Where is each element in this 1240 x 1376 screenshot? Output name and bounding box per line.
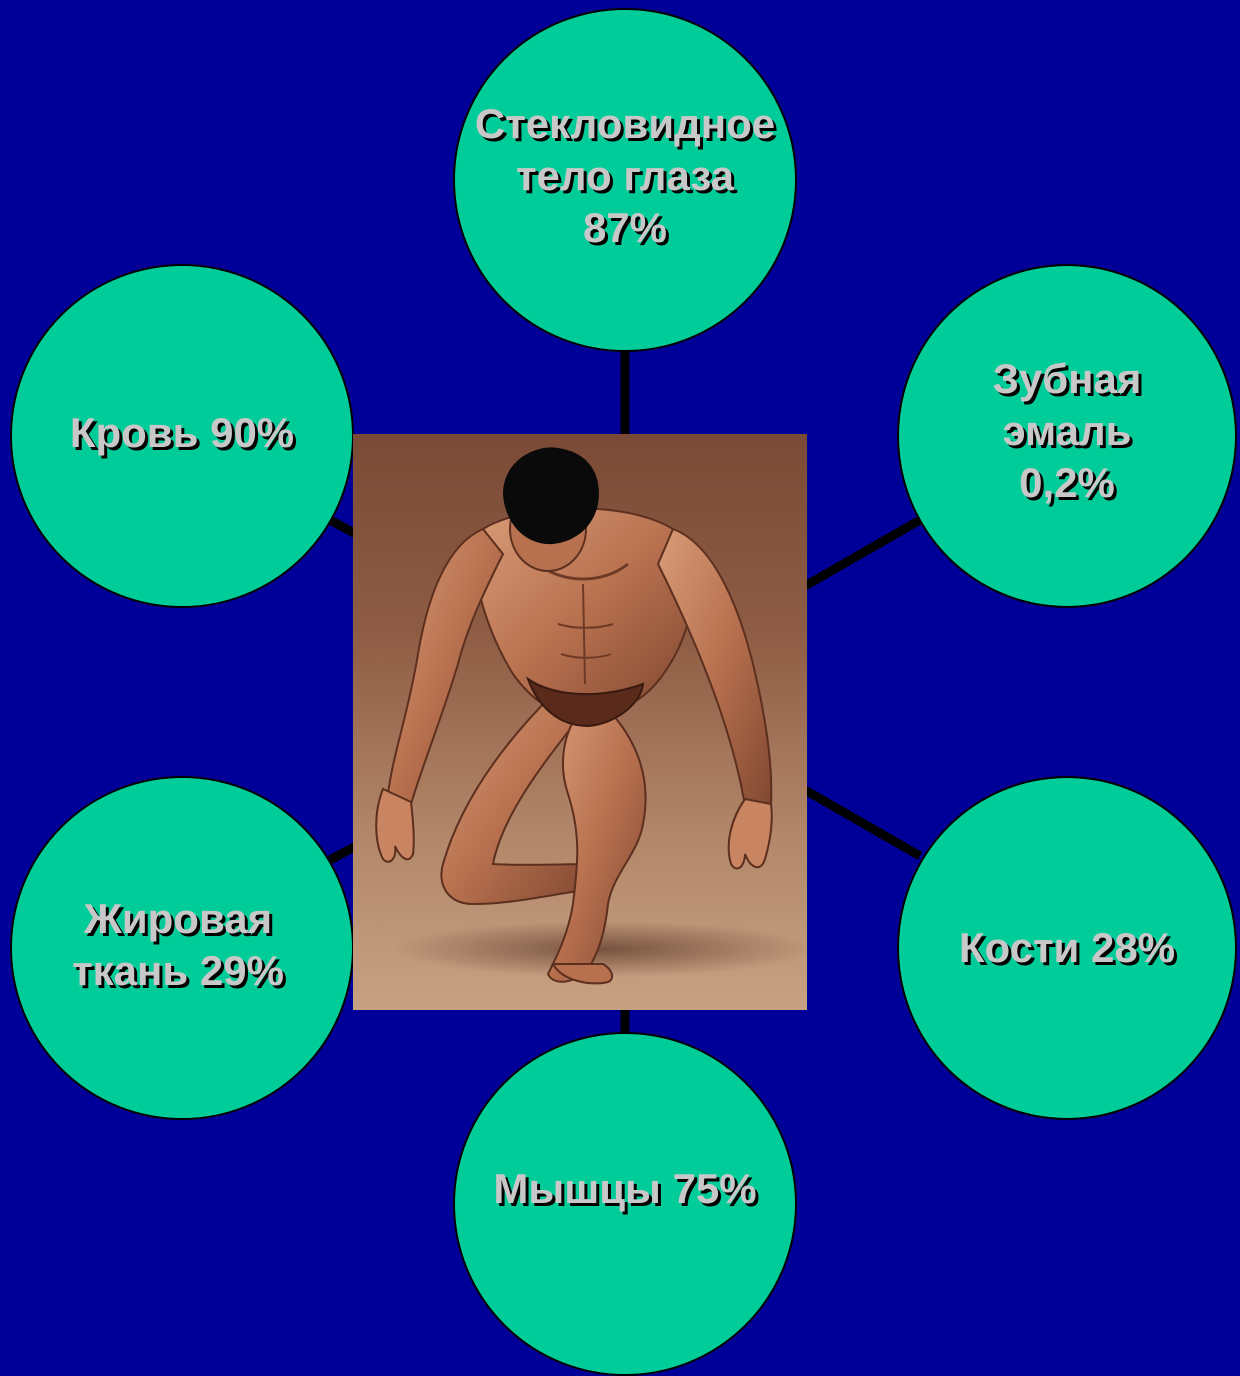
node-vitreous-body: Стекловидное тело глаза 87%: [453, 8, 797, 352]
center-figure-image: [353, 434, 807, 1010]
node-label-tooth-enamel: Зубная эмаль 0,2%: [993, 353, 1142, 509]
node-label-muscles: Мышцы 75%: [493, 1163, 756, 1215]
node-label-bones: Кости 28%: [959, 922, 1175, 974]
node-label-adipose-tissue: Жировая ткань 29%: [72, 893, 284, 997]
node-tooth-enamel: Зубная эмаль 0,2%: [897, 264, 1237, 608]
connector-lower-right: [805, 790, 920, 856]
node-label-blood: Кровь 90%: [70, 407, 294, 459]
node-label-vitreous-body: Стекловидное тело глаза 87%: [475, 98, 775, 254]
node-adipose-tissue: Жировая ткань 29%: [10, 776, 354, 1120]
node-bones: Кости 28%: [897, 776, 1237, 1120]
node-blood: Кровь 90%: [10, 264, 354, 608]
connector-right: [805, 520, 920, 586]
human-figure-illustration: [353, 434, 807, 1010]
node-muscles: Мышцы 75%: [453, 1032, 797, 1376]
